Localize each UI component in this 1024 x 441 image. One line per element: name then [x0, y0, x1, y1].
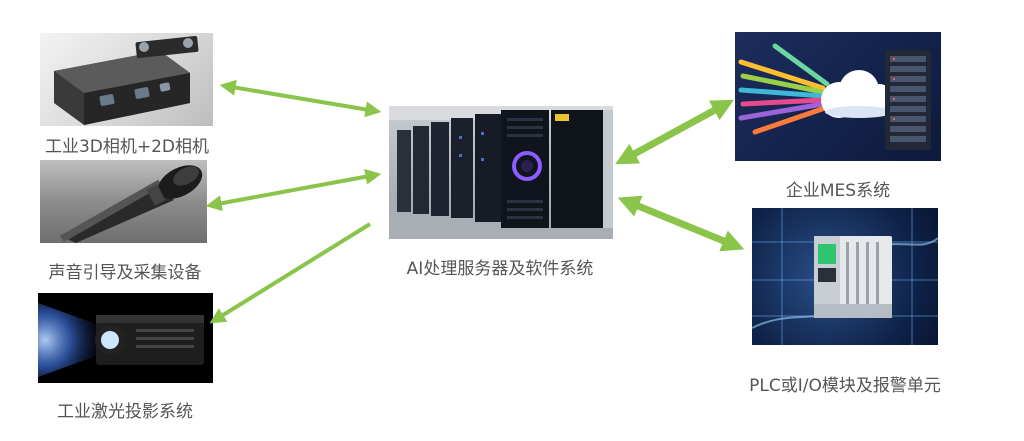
arrow-server-mes — [615, 99, 734, 165]
mes-label: 企业MES系统 — [785, 181, 891, 201]
plc-module-image — [752, 208, 938, 345]
arrow-server-plc — [617, 195, 745, 252]
arrow-projector-server — [209, 222, 372, 324]
laser-projector-image — [38, 293, 213, 383]
industrial-camera-image — [40, 33, 213, 126]
mes-system-image — [735, 32, 941, 161]
server-label: AI处理服务器及软件系统 — [406, 259, 594, 279]
voice-label: 声音引导及采集设备 — [48, 263, 202, 283]
arrow-camera-server — [219, 79, 382, 118]
arrow-voice-server — [205, 168, 382, 212]
projector-label: 工业激光投影系统 — [57, 402, 193, 422]
voice-device-image — [40, 160, 207, 243]
ai-server-image — [389, 106, 613, 239]
plc-label: PLC或I/O模块及报警单元 — [749, 376, 941, 396]
camera-label: 工业3D相机+2D相机 — [44, 137, 210, 157]
